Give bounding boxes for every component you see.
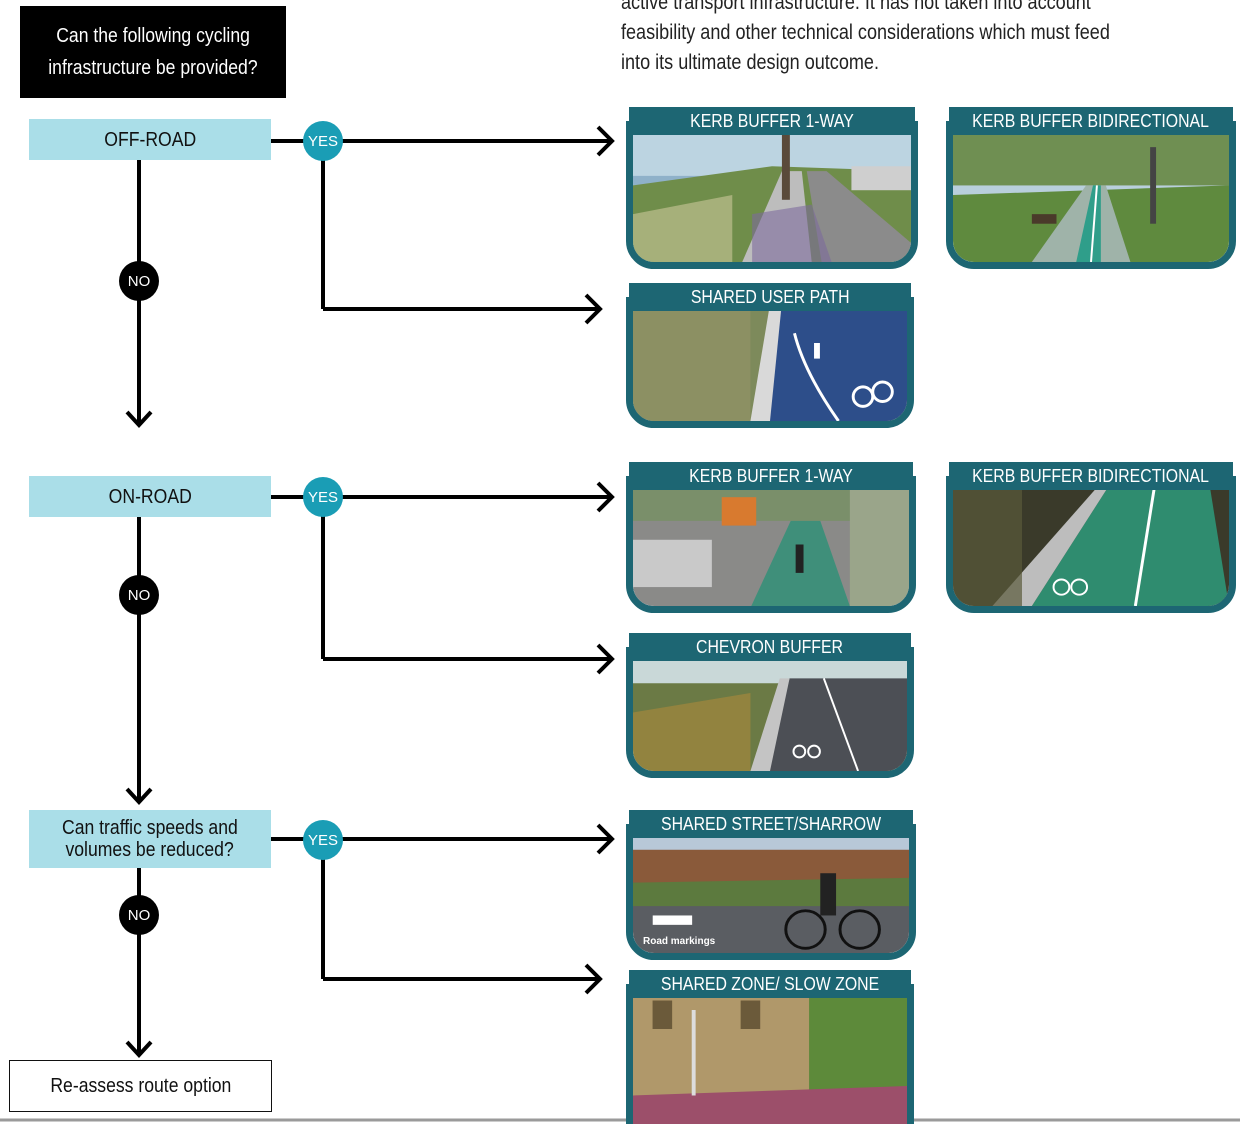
traffic-speed-step: Can traffic speeds and volumes be reduce… bbox=[29, 810, 271, 868]
card-title: SHARED STREET/SHARROW bbox=[629, 810, 913, 838]
card-title: CHEVRON BUFFER bbox=[629, 633, 911, 661]
shared-path-photo bbox=[626, 297, 914, 428]
traffic-speed-line-1: Can traffic speeds and bbox=[62, 817, 238, 839]
intro-line: into its ultimate design outcome. bbox=[621, 51, 879, 74]
reassess-route-label: Re-assess route option bbox=[49, 1074, 231, 1097]
card-title: KERB BUFFER 1-WAY bbox=[629, 107, 915, 135]
off-road-label: OFF-ROAD bbox=[104, 128, 196, 151]
kerb-buffer-photo bbox=[626, 121, 918, 269]
card-title: SHARED ZONE/ SLOW ZONE bbox=[629, 970, 911, 998]
question-line-2: infrastructure be provided? bbox=[48, 57, 258, 79]
yes-marker: YES bbox=[303, 121, 343, 161]
card-title: KERB BUFFER BIDIRECTIONAL bbox=[949, 107, 1233, 135]
green-cycle-lane-photo bbox=[946, 476, 1236, 613]
off-road-step: OFF-ROAD bbox=[29, 119, 271, 160]
on-road-kerb-buffer-photo bbox=[626, 476, 916, 613]
question-line-1: Can the following cycling bbox=[56, 25, 250, 47]
yes-marker: YES bbox=[303, 477, 343, 517]
traffic-speed-line-2: volumes be reduced? bbox=[65, 839, 235, 861]
sharrow-photo: Road markings bbox=[626, 824, 916, 960]
photo-caption: Road markings bbox=[643, 936, 716, 947]
intro-line: feasibility and other technical consider… bbox=[621, 21, 1110, 44]
no-marker: NO bbox=[119, 895, 159, 935]
card-on-road-kerb-buffer-1way: KERB BUFFER 1-WAY bbox=[626, 462, 916, 613]
card-chevron-buffer: CHEVRON BUFFER bbox=[626, 633, 914, 778]
bidirectional-path-photo bbox=[946, 121, 1236, 269]
reassess-route-box: Re-assess route option bbox=[9, 1060, 272, 1112]
card-title: KERB BUFFER 1-WAY bbox=[629, 462, 913, 490]
intro-line: active transport infrastructure. It has … bbox=[621, 0, 1091, 14]
chevron-buffer-photo bbox=[626, 647, 914, 778]
card-off-road-kerb-buffer-1way: KERB BUFFER 1-WAY bbox=[626, 107, 918, 269]
card-off-road-kerb-buffer-bidirectional: KERB BUFFER BIDIRECTIONAL bbox=[946, 107, 1236, 269]
card-shared-zone-slow-zone: SHARED ZONE/ SLOW ZONE bbox=[626, 970, 914, 1124]
intro-paragraph: active transport infrastructure. It has … bbox=[621, 0, 1150, 78]
no-marker: NO bbox=[119, 261, 159, 301]
no-marker: NO bbox=[119, 575, 159, 615]
shared-zone-photo bbox=[626, 984, 914, 1124]
card-shared-user-path: SHARED USER PATH bbox=[626, 283, 914, 428]
question-box: Can the following cycling infrastructure… bbox=[20, 6, 286, 98]
card-on-road-kerb-buffer-bidirectional: KERB BUFFER BIDIRECTIONAL bbox=[946, 462, 1236, 613]
on-road-label: ON-ROAD bbox=[108, 485, 192, 508]
on-road-step: ON-ROAD bbox=[29, 476, 271, 517]
card-title: KERB BUFFER BIDIRECTIONAL bbox=[949, 462, 1233, 490]
card-shared-street-sharrow: SHARED STREET/SHARROW Road markings bbox=[626, 810, 916, 960]
card-title: SHARED USER PATH bbox=[629, 283, 911, 311]
yes-marker: YES bbox=[303, 820, 343, 860]
